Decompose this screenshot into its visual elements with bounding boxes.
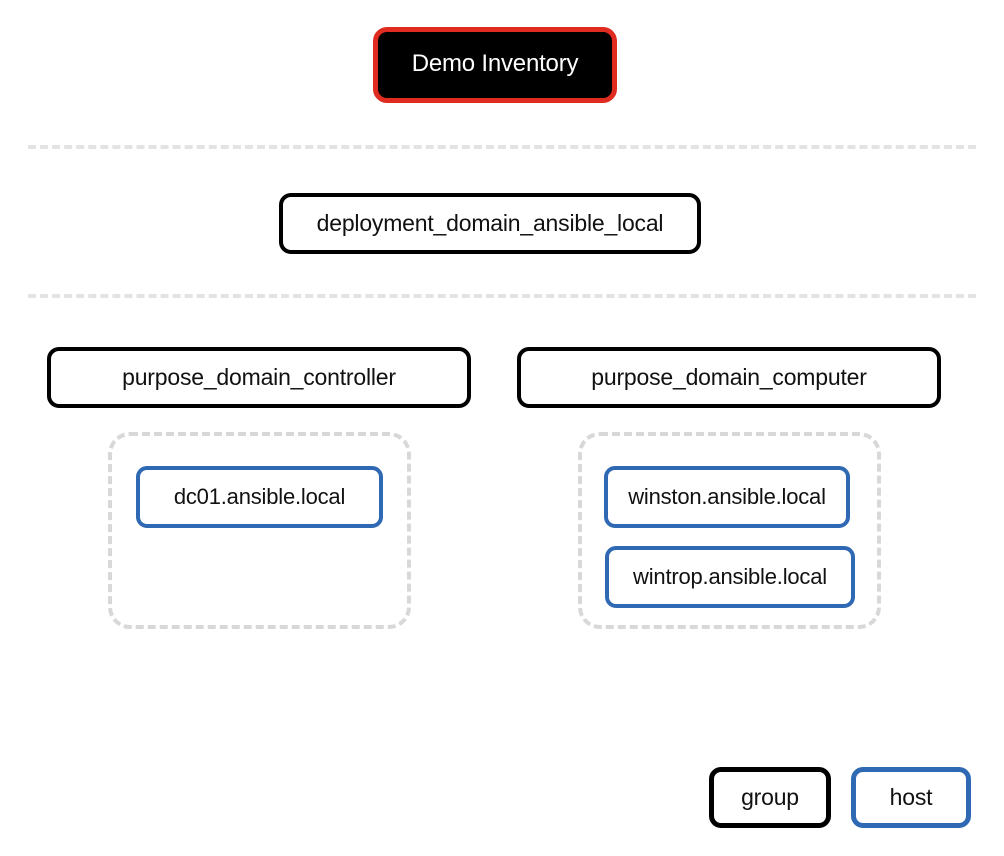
legend-item-group: group: [709, 767, 831, 828]
rank-separator-1: [28, 145, 976, 149]
root-node-label: Demo Inventory: [411, 50, 579, 77]
host-node-label: dc01.ansible.local: [173, 484, 346, 509]
group-node-purpose-domain-controller[interactable]: purpose_domain_controller: [47, 347, 471, 408]
group-node-deployment-domain-ansible-local[interactable]: deployment_domain_ansible_local: [279, 193, 701, 254]
host-node-label: wintrop.ansible.local: [633, 564, 827, 589]
legend-host-label: host: [889, 784, 933, 810]
legend-item-host: host: [851, 767, 971, 828]
host-node-winston-ansible-local[interactable]: winston.ansible.local: [604, 466, 850, 528]
root-node-demo-inventory[interactable]: Demo Inventory: [373, 27, 617, 103]
rank-separator-2: [28, 294, 976, 298]
group-node-label: purpose_domain_computer: [591, 364, 867, 390]
host-node-wintrop-ansible-local[interactable]: wintrop.ansible.local: [605, 546, 855, 608]
group-node-purpose-domain-computer[interactable]: purpose_domain_computer: [517, 347, 941, 408]
group-node-label: deployment_domain_ansible_local: [316, 210, 664, 236]
host-container-purpose-domain-computer: [578, 432, 881, 629]
host-node-label: winston.ansible.local: [628, 484, 826, 509]
group-node-label: purpose_domain_controller: [122, 364, 396, 390]
host-node-dc01-ansible-local[interactable]: dc01.ansible.local: [136, 466, 383, 528]
legend-group-label: group: [741, 784, 799, 810]
host-container-purpose-domain-controller: [108, 432, 411, 629]
